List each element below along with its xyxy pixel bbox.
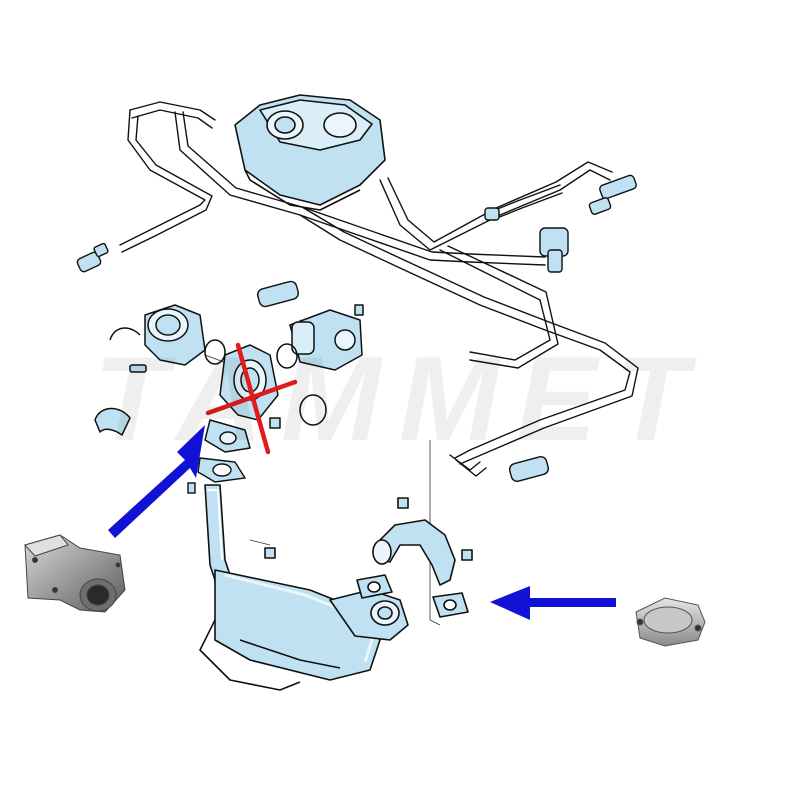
egr-pipe-right bbox=[356, 497, 473, 618]
watermark: TAMMET bbox=[93, 332, 707, 466]
blue-arrow-icon bbox=[490, 586, 616, 620]
egr-blanking-plate-photo bbox=[635, 597, 706, 647]
egr-cooler bbox=[199, 484, 409, 691]
intake-manifold bbox=[234, 94, 386, 211]
egr-valve bbox=[269, 304, 364, 429]
red-x-icon bbox=[205, 342, 298, 455]
egr-pipe-photo bbox=[24, 534, 126, 613]
throttle-body bbox=[94, 304, 226, 436]
vacuum-connectors bbox=[76, 174, 637, 482]
blue-arrow-icon bbox=[108, 425, 205, 538]
gasket bbox=[187, 457, 247, 494]
